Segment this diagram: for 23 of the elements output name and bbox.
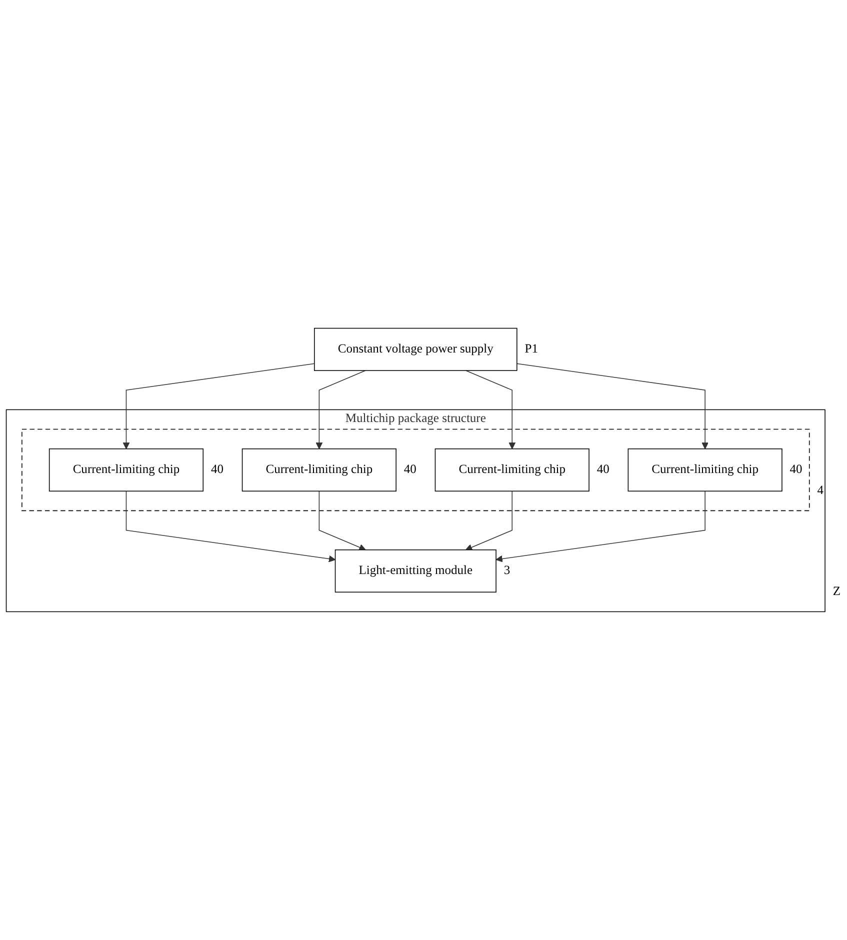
arrow	[516, 363, 708, 450]
callout-number: 40	[596, 462, 610, 476]
arrow	[496, 490, 706, 562]
arrow	[465, 490, 513, 551]
callout-number: 3	[504, 562, 510, 577]
arrow	[122, 363, 315, 450]
node-box: Current-limiting chip	[628, 448, 782, 492]
callout-number: Z	[832, 584, 841, 598]
callout-number: 4	[817, 482, 824, 497]
node-box: Current-limiting chip	[242, 448, 396, 492]
node-box: Current-limiting chip	[48, 448, 204, 492]
callout-number: 40	[790, 462, 802, 476]
node-box: Constant voltage power supply	[314, 328, 518, 371]
arrow	[318, 490, 366, 551]
arrow	[316, 370, 366, 450]
node-box: Light-emitting module	[334, 549, 496, 593]
arrow	[126, 490, 336, 562]
callout-number: 40	[404, 462, 416, 476]
arrow	[465, 370, 516, 450]
cluster	[22, 428, 810, 512]
node-box: Current-limiting chip	[434, 448, 590, 492]
callout-number: 40	[210, 462, 224, 476]
callout-number: P1	[524, 341, 538, 356]
